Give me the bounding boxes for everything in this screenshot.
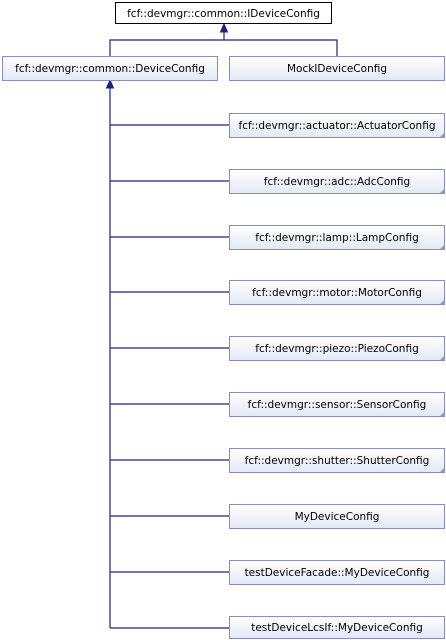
node-label: fcf::devmgr::piezo::PiezoConfig	[255, 343, 418, 355]
node-label: fcf::devmgr::actuator::ActuatorConfig	[239, 120, 436, 132]
node-test-device-facade-config[interactable]: testDeviceFacade::MyDeviceConfig	[229, 560, 445, 585]
root-arrowhead	[219, 22, 229, 33]
expand-corner-icon	[440, 468, 444, 472]
node-label: fcf::devmgr::shutter::ShutterConfig	[245, 455, 430, 467]
expand-corner-icon	[440, 133, 444, 137]
node-lamp-config[interactable]: fcf::devmgr::lamp::LampConfig	[229, 225, 445, 250]
expand-corner-icon	[440, 356, 444, 360]
inheritance-edges	[105, 22, 338, 629]
expand-corner-icon	[440, 245, 444, 249]
deviceconfig-arrowhead	[105, 78, 115, 89]
node-label: testDeviceFacade::MyDeviceConfig	[245, 567, 430, 579]
node-label: fcf::devmgr::motor::MotorConfig	[252, 287, 422, 299]
expand-corner-icon	[440, 300, 444, 304]
node-idevice-config[interactable]: fcf::devmgr::common::IDeviceConfig	[115, 2, 332, 24]
node-my-device-config[interactable]: MyDeviceConfig	[229, 504, 445, 529]
node-label: testDeviceLcsIf::MyDeviceConfig	[251, 622, 423, 634]
node-actuator-config[interactable]: fcf::devmgr::actuator::ActuatorConfig	[229, 113, 445, 138]
node-sensor-config[interactable]: fcf::devmgr::sensor::SensorConfig	[229, 392, 445, 417]
node-label: fcf::devmgr::sensor::SensorConfig	[248, 399, 427, 411]
expand-corner-icon	[440, 189, 444, 193]
node-label: MyDeviceConfig	[295, 511, 380, 523]
node-mock-idevice-config[interactable]: MockIDeviceConfig	[229, 56, 445, 81]
node-label: fcf::devmgr::common::IDeviceConfig	[127, 8, 320, 20]
node-label: fcf::devmgr::lamp::LampConfig	[255, 232, 419, 244]
node-device-config[interactable]: fcf::devmgr::common::DeviceConfig	[2, 56, 218, 81]
node-motor-config[interactable]: fcf::devmgr::motor::MotorConfig	[229, 280, 445, 305]
node-shutter-config[interactable]: fcf::devmgr::shutter::ShutterConfig	[229, 448, 445, 473]
node-label: fcf::devmgr::adc::AdcConfig	[264, 176, 410, 188]
expand-corner-icon	[440, 412, 444, 416]
node-label: MockIDeviceConfig	[287, 63, 387, 75]
node-test-device-lcsif-config[interactable]: testDeviceLcsIf::MyDeviceConfig	[229, 616, 445, 639]
edge-deviceconfig-to-root	[109, 39, 338, 56]
node-label: fcf::devmgr::common::DeviceConfig	[15, 63, 205, 75]
node-piezo-config[interactable]: fcf::devmgr::piezo::PiezoConfig	[229, 336, 445, 361]
node-adc-config[interactable]: fcf::devmgr::adc::AdcConfig	[229, 169, 445, 194]
